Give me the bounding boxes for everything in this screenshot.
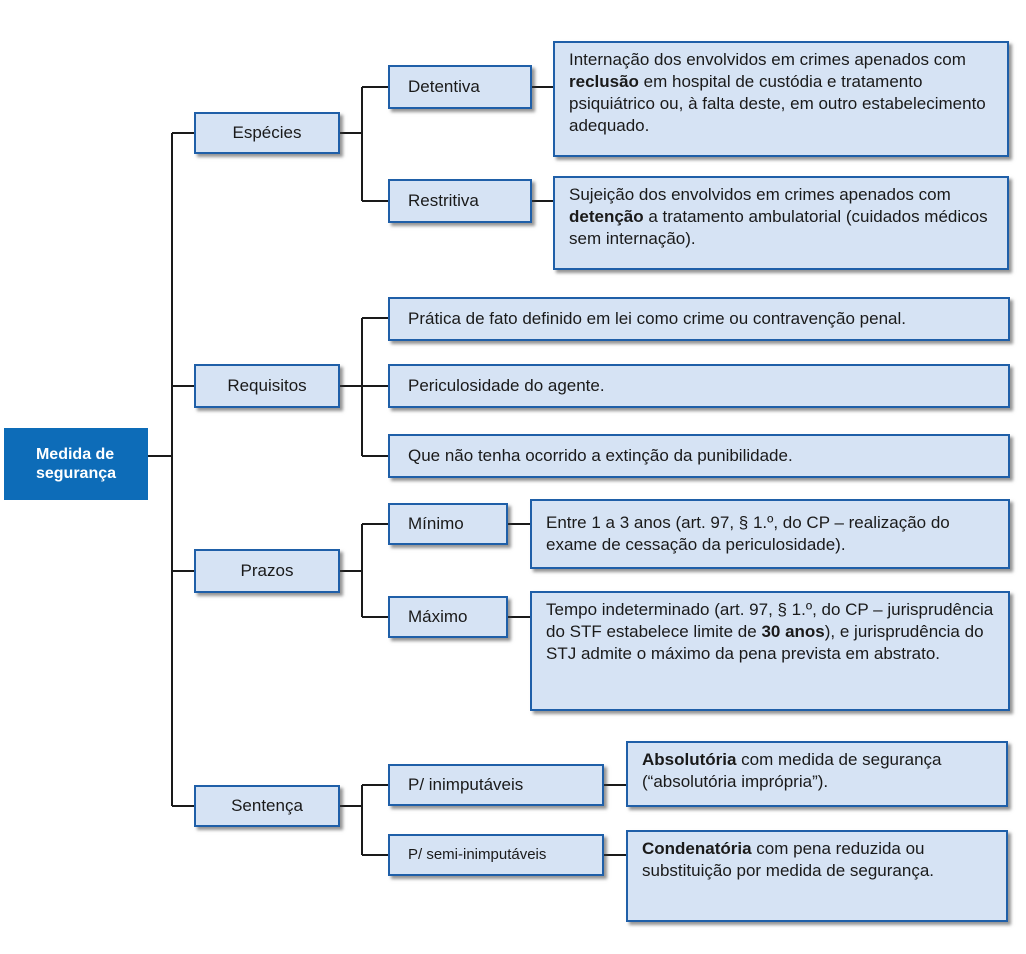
root-node: Medida de segurança — [4, 428, 148, 500]
category-sentenca: Sentença — [194, 785, 340, 827]
desc-maximo-text-2: ), e jurisprudência do STJ admite o máxi… — [546, 622, 984, 663]
node-detentiva: Detentiva — [388, 65, 532, 109]
desc-minimo: Entre 1 a 3 anos (art. 97, § 1.º, do CP … — [530, 499, 1010, 569]
requisito-item-2: Periculosidade do agente. — [388, 364, 1010, 408]
desc-maximo: Tempo indeterminado (art. 97, § 1.º, do … — [530, 591, 1010, 711]
node-restritiva: Restritiva — [388, 179, 532, 223]
desc-semi-text: com pena reduzida ou substituição por me… — [642, 839, 935, 880]
desc-restritiva-text-2: a tratamento ambulatorial (cuidados médi… — [569, 207, 988, 248]
desc-maximo-text-1: Tempo indeterminado (art. 97, § 1.º, do … — [546, 600, 994, 641]
root-line-2: segurança — [35, 465, 117, 482]
desc-maximo-bold: 30 anos — [761, 622, 825, 641]
desc-inimputaveis-text: com medida de segurança (“absolutória im… — [642, 750, 942, 791]
node-minimo: Mínimo — [388, 503, 508, 545]
requisito-item-3: Que não tenha ocorrido a extinção da pun… — [388, 434, 1010, 478]
desc-inimputaveis: Absolutória com medida de segurança (“ab… — [626, 741, 1008, 807]
node-maximo: Máximo — [388, 596, 508, 638]
desc-detentiva-text-2: em hospital de custódia e tratamento psi… — [569, 72, 986, 135]
category-especies: Espécies — [194, 112, 340, 154]
node-semi-inimputaveis: P/ semi-inimputáveis — [388, 834, 604, 876]
requisito-item-1: Prática de fato definido em lei como cri… — [388, 297, 1010, 341]
desc-restritiva-text-1: Sujeição dos envolvidos em crimes apenad… — [569, 185, 951, 204]
node-inimputaveis: P/ inimputáveis — [388, 764, 604, 806]
desc-inimputaveis-bold: Absolutória — [642, 750, 737, 769]
desc-minimo-text: Entre 1 a 3 anos (art. 97, § 1.º, do CP … — [546, 513, 950, 554]
desc-restritiva: Sujeição dos envolvidos em crimes apenad… — [553, 176, 1009, 270]
desc-detentiva: Internação dos envolvidos em crimes apen… — [553, 41, 1009, 157]
desc-semi-bold: Condenatória — [642, 839, 752, 858]
desc-detentiva-bold: reclusão — [569, 72, 639, 91]
desc-restritiva-bold: detenção — [569, 207, 644, 226]
category-prazos: Prazos — [194, 549, 340, 593]
desc-detentiva-text-1: Internação dos envolvidos em crimes apen… — [569, 50, 966, 69]
desc-semi-inimputaveis: Condenatória com pena reduzida ou substi… — [626, 830, 1008, 922]
category-requisitos: Requisitos — [194, 364, 340, 408]
root-line-1: Medida de — [35, 446, 115, 463]
